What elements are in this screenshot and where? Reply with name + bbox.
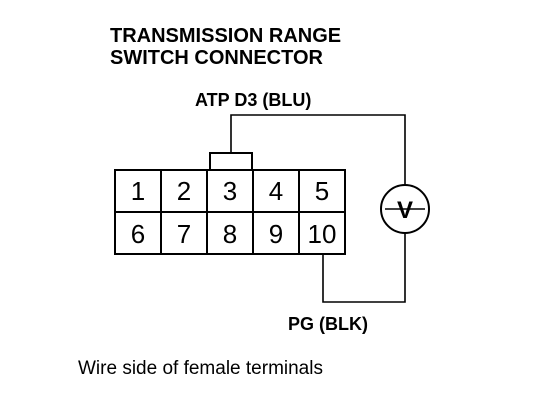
- terminal-number: 10: [308, 219, 337, 249]
- diagram-caption: Wire side of female terminals: [78, 358, 323, 379]
- voltmeter-icon: V: [380, 184, 430, 234]
- pg-wire-label: PG (BLK): [288, 314, 368, 334]
- voltmeter-symbol: V: [397, 197, 413, 224]
- diagram-title-line2: SWITCH CONNECTOR: [110, 47, 324, 69]
- terminal-number: 8: [223, 219, 237, 249]
- terminal-number: 5: [315, 176, 329, 206]
- pg-wire: [322, 233, 406, 303]
- terminal-number: 2: [177, 176, 191, 206]
- terminal-number: 9: [269, 219, 283, 249]
- atp-d3-wire-label: ATP D3 (BLU): [195, 90, 311, 110]
- terminal-number: 6: [131, 219, 145, 249]
- terminal-number: 7: [177, 219, 191, 249]
- terminal-number: 1: [131, 176, 145, 206]
- diagram-title-line1: TRANSMISSION RANGE: [110, 25, 341, 47]
- terminal-number: 3: [223, 176, 237, 206]
- terminal-number: 4: [269, 176, 283, 206]
- connector-lock-tab: [209, 152, 253, 172]
- atp-d3-wire: [230, 114, 406, 185]
